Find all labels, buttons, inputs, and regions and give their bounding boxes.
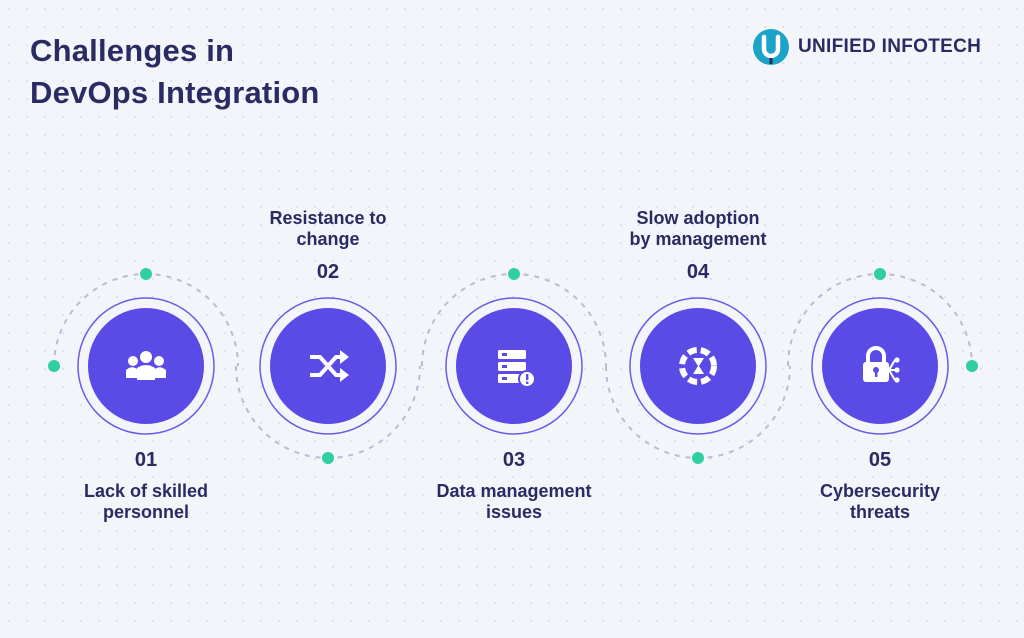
step-node-04 xyxy=(629,297,767,435)
timeline-dot xyxy=(874,268,886,280)
padlock-network-icon xyxy=(863,346,900,383)
step-label-line-2: issues xyxy=(485,502,543,522)
step-number-04: 04 xyxy=(686,261,710,283)
step-number-02: 02 xyxy=(316,261,340,283)
shuffle-icon xyxy=(310,350,349,382)
step-node-05 xyxy=(811,297,949,435)
page-title: Challenges in DevOps Integration xyxy=(30,30,320,114)
progress-cycle-icon xyxy=(679,347,717,385)
step-label-line-2: threats xyxy=(849,502,911,522)
step-label-line-1: Cybersecurity xyxy=(819,481,941,501)
step-number-03: 03 xyxy=(502,449,526,471)
step-node-01 xyxy=(77,297,215,435)
timeline-start-dot xyxy=(48,360,60,372)
step-label-line-1: Lack of skilled xyxy=(83,481,209,501)
step-label-line-2: personnel xyxy=(102,502,190,522)
timeline-end-dot xyxy=(966,360,978,372)
step-node-02 xyxy=(259,297,397,435)
brand-name: UNIFIED INFOTECH xyxy=(798,36,982,57)
title-line-1: Challenges in xyxy=(30,33,235,68)
brand-logo: UNIFIED INFOTECH xyxy=(752,28,981,66)
timeline-dot xyxy=(322,452,334,464)
step-number-01: 01 xyxy=(134,449,158,471)
step-number-05: 05 xyxy=(868,449,892,471)
step-label-line-1: Slow adoption xyxy=(636,208,760,228)
timeline-dot xyxy=(508,268,520,280)
timeline-dot xyxy=(140,268,152,280)
server-alert-icon xyxy=(498,350,536,388)
timeline-dot xyxy=(692,452,704,464)
unified-infotech-logo-icon xyxy=(753,29,789,65)
title-line-2: DevOps Integration xyxy=(30,75,320,110)
step-node-03 xyxy=(445,297,583,435)
step-label-line-2: by management xyxy=(629,229,767,249)
step-label-line-1: Data management xyxy=(436,481,592,501)
step-label-line-2: change xyxy=(296,229,360,249)
team-icon xyxy=(126,351,166,380)
step-label-line-1: Resistance to xyxy=(269,208,387,228)
